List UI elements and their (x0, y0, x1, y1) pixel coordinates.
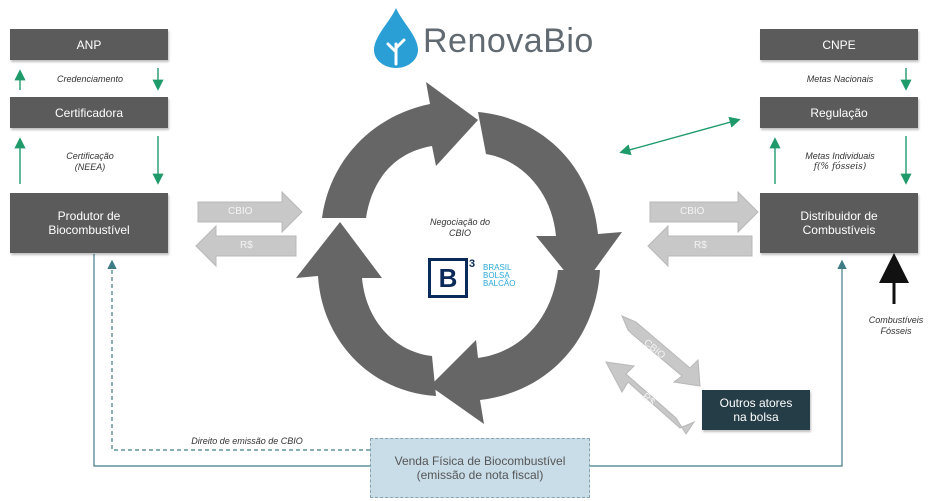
regulacao-box: Regulação (760, 97, 918, 128)
cycle-arrows (296, 82, 622, 424)
venda-fisica-box: Venda Física de Biocombustível (emissão … (370, 438, 590, 498)
certificadora-label: Certificadora (54, 105, 124, 120)
b3-logo: B (428, 258, 468, 298)
cnpe-box: CNPE (760, 29, 918, 60)
b3-text-line2: BOLSA (483, 271, 510, 280)
negociacao-label: Negociação do CBIO (405, 217, 515, 239)
cnpe-label: CNPE (822, 37, 856, 52)
cbio-label-right: CBIO (680, 206, 705, 217)
anp-box: ANP (10, 29, 168, 60)
distribuidor-line1: Distribuidor de (800, 209, 878, 223)
certificadora-box: Certificadora (10, 97, 168, 128)
flow-arrow-cbio-outros (621, 315, 701, 387)
renovabio-logo-text: RenovaBio (423, 22, 594, 60)
outros-line1: Outros atores (719, 396, 793, 410)
certificacao-label: Certificação (NEEA) (40, 151, 140, 173)
reais-label-right: R$ (694, 240, 707, 251)
cycle-arrow-top-left (322, 82, 478, 218)
metas-individuais-label: Metas Individuais f(% fósseis) (790, 151, 890, 173)
produtor-line2: Biocombustível (48, 223, 130, 237)
renovabio-drop-icon (374, 8, 418, 68)
distribuidor-box: Distribuidor de Combustíveis (760, 193, 918, 253)
produtor-line1: Produtor de (57, 209, 121, 223)
venda-line1: Venda Física de Biocombustível (394, 454, 566, 468)
certificacao-line2: (NEEA) (74, 162, 106, 172)
flow-arrow-reais-left (195, 224, 297, 268)
combustiveis-line2: Fósseis (880, 326, 912, 336)
cycle-arrow-top-right (478, 112, 622, 290)
combustiveis-line1: Combustíveis (868, 315, 924, 325)
arrow-regulacao-b3 (619, 116, 741, 156)
credenciamento-label: Credenciamento (56, 74, 124, 84)
negociacao-line2: CBIO (448, 228, 471, 238)
combustiveis-fosseis-label: Combustíveis Fósseis (856, 315, 929, 337)
b3-logo-text: BRASIL BOLSA BALCÃO (483, 264, 515, 288)
flow-arrow-cbio-left (197, 190, 303, 234)
anp-label: ANP (76, 37, 102, 52)
cycle-arrow-bottom-right (430, 270, 600, 424)
metas-individuais-line1: Metas Individuais (805, 151, 875, 161)
cbio-label-left: CBIO (228, 206, 253, 217)
metas-nacionais-label: Metas Nacionais (806, 74, 874, 84)
venda-line2: (emissão de nota fiscal) (416, 468, 544, 482)
outros-line2: na bolsa (733, 410, 779, 424)
b3-logo-sup: 3 (469, 258, 476, 270)
line-produtor-venda (93, 254, 370, 467)
certificacao-line1: Certificação (66, 151, 114, 161)
produtor-box: Produtor de Biocombustível (10, 193, 168, 253)
regulacao-label: Regulação (810, 105, 868, 120)
b3-logo-mark: B (438, 262, 458, 293)
outros-atores-box: Outros atores na bolsa (702, 390, 810, 430)
metas-formula: f(% fósseis) (813, 162, 867, 172)
negociacao-line1: Negociação do (429, 217, 491, 227)
direito-emissao-label: Direito de emissão de CBIO (191, 436, 303, 446)
line-venda-distribuidor (588, 259, 847, 467)
cycle-arrow-bottom-left (296, 222, 436, 396)
line-direito-emissao (107, 259, 370, 451)
flow-arrow-cbio-right (649, 190, 759, 234)
b3-text-line1: BRASIL (483, 263, 512, 272)
flow-arrow-reais-outros (605, 361, 696, 435)
reais-label-left: R$ (240, 240, 253, 251)
distribuidor-line2: Combustíveis (802, 223, 876, 237)
flow-arrow-reais-right (647, 224, 753, 268)
b3-text-line3: BALCÃO (483, 279, 516, 288)
